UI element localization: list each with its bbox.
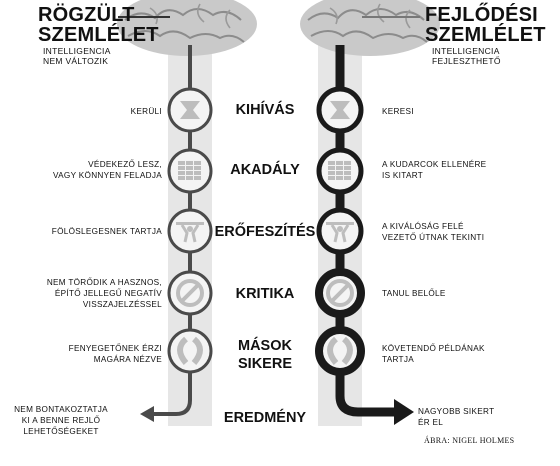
left-step-circle xyxy=(167,328,213,374)
right-path-line xyxy=(335,45,398,417)
brick-wall-icon xyxy=(178,161,201,180)
right-step-circle xyxy=(316,147,364,195)
weightlifter-icon xyxy=(176,222,204,243)
left-title: RÖGZÜLT SZEMLÉLET xyxy=(38,5,159,45)
right-brain-icon xyxy=(300,0,440,56)
brick-wall-icon xyxy=(328,161,351,180)
no-sign-icon xyxy=(176,279,204,307)
left-subtitle: INTELLIGENCIA NEM VÁLTOZIK xyxy=(43,46,111,66)
left-step-circle xyxy=(167,148,213,194)
left-path-line xyxy=(152,45,192,416)
left-step-circle xyxy=(167,208,213,254)
category-label: ERŐFESZÍTÉS xyxy=(214,224,316,240)
right-row-text: TANUL BELŐLE xyxy=(382,289,446,298)
right-step-circle xyxy=(316,86,364,134)
left-step-circle xyxy=(167,87,213,133)
right-step-circle xyxy=(316,207,364,255)
right-title-line2: SZEMLÉLET xyxy=(425,24,546,46)
right-row-text: KERESI xyxy=(382,107,414,116)
left-row-text: VÉDEKEZŐ LESZ,VAGY KÖNNYEN FELADJA xyxy=(53,160,162,180)
left-arrow-head xyxy=(140,406,154,422)
left-title-line2: SZEMLÉLET xyxy=(38,24,159,46)
right-title-line1: FEJLŐDÉSI xyxy=(425,4,538,26)
left-subtitle-line2: NEM VÁLTOZIK xyxy=(43,56,109,66)
no-sign-icon xyxy=(326,279,354,307)
category-label: AKADÁLY xyxy=(230,162,300,178)
left-subtitle-line1: INTELLIGENCIA xyxy=(43,46,111,56)
challenge-icon xyxy=(180,101,200,119)
right-subtitle-line1: INTELLIGENCIA xyxy=(432,46,500,56)
credit-text: ÁBRA: NIGEL HOLMES xyxy=(424,436,515,445)
challenge-icon xyxy=(330,101,350,119)
right-subtitle-line2: FEJLESZTHETŐ xyxy=(432,56,501,66)
category-label: KIHÍVÁS xyxy=(235,102,295,118)
result-category-label: EREDMÉNY xyxy=(223,410,307,426)
left-row-text: KERÜLI xyxy=(130,107,162,116)
laurel-icon xyxy=(327,336,353,365)
left-row-text: FÖLÖSLEGESNEK TARTJA xyxy=(51,227,162,236)
left-brain-icon xyxy=(117,0,257,56)
right-title: FEJLŐDÉSI SZEMLÉLET xyxy=(425,5,546,45)
left-step-circle xyxy=(167,270,213,316)
category-label: KRITIKA xyxy=(235,286,295,302)
right-subtitle: INTELLIGENCIA FEJLESZTHETŐ xyxy=(432,46,501,66)
right-arrow-head xyxy=(394,399,414,425)
right-step-circle xyxy=(315,326,365,376)
left-title-line1: RÖGZÜLT xyxy=(38,4,135,26)
weightlifter-icon xyxy=(326,222,354,243)
laurel-icon xyxy=(177,336,203,365)
left-row-text: NEM TÖRŐDIK A HASZNOS,ÉPÍTŐ JELLEGŰ NEGA… xyxy=(46,278,162,309)
right-step-circle xyxy=(315,268,365,318)
